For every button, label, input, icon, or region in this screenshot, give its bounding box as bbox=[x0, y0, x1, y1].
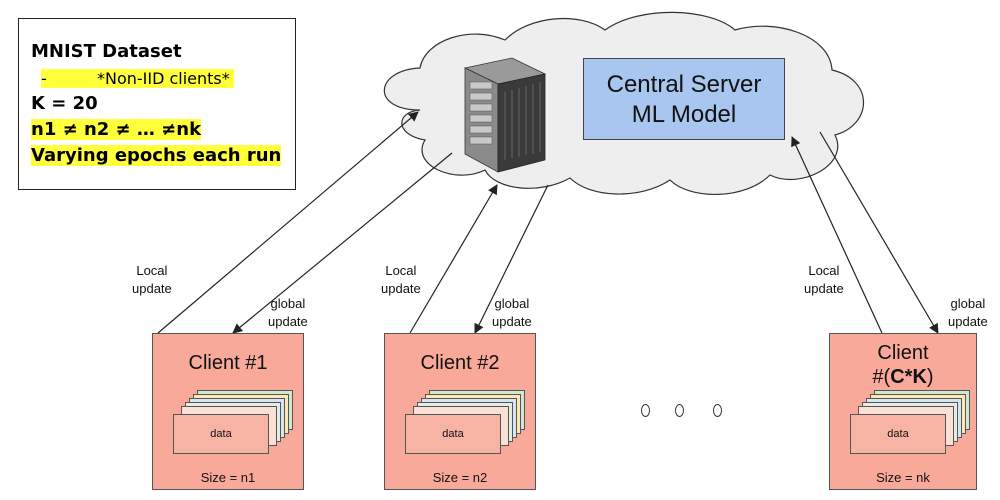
client-2-data-label: data bbox=[405, 414, 501, 454]
non-iid-line: - *Non-IID clients* bbox=[41, 69, 234, 88]
client-ck-data-label: data bbox=[850, 414, 946, 454]
client-2-size: Size = n2 bbox=[432, 470, 488, 485]
global-update-arrow-2 bbox=[474, 184, 549, 334]
epochs-note: Varying epochs each run bbox=[31, 145, 282, 166]
client-2-box: Client #2 data Size = n2 bbox=[384, 333, 536, 490]
server-line-2: ML Model bbox=[631, 101, 737, 128]
global-update-arrow-3 bbox=[819, 131, 939, 334]
global-update-arrow-1 bbox=[232, 152, 453, 334]
client-ck-box: Client #(C*K) data Size = nk bbox=[829, 333, 977, 490]
local-update-arrow-1 bbox=[157, 111, 419, 334]
client-ck-size: Size = nk bbox=[876, 470, 930, 485]
local-update-arrow-2 bbox=[409, 184, 498, 334]
server-rack-icon bbox=[463, 57, 547, 173]
client-ck-title-line2: #(C*K) bbox=[872, 366, 934, 388]
client-1-data-label: data bbox=[173, 414, 269, 454]
non-iid-label: *Non-IID clients* bbox=[96, 69, 230, 88]
client-sizes: n1 ≠ n2 ≠ … ≠nk bbox=[31, 119, 202, 140]
dataset-title: MNIST Dataset bbox=[31, 41, 182, 62]
central-server-box: Central Server ML Model bbox=[583, 58, 785, 140]
dataset-info-box: MNIST Dataset - *Non-IID clients* K = 20… bbox=[18, 18, 296, 190]
client-1-box: Client #1 data Size = n1 bbox=[152, 333, 304, 490]
server-line-1: Central Server bbox=[606, 71, 762, 98]
local-update-arrow-3 bbox=[791, 136, 883, 334]
bullet-dash: - bbox=[41, 69, 47, 88]
client-2-title: Client #2 bbox=[420, 352, 500, 374]
client-1-title: Client #1 bbox=[188, 352, 268, 374]
update-arrows bbox=[157, 111, 939, 334]
client-1-size: Size = n1 bbox=[200, 470, 256, 485]
k-value: K = 20 bbox=[31, 93, 98, 114]
client-ck-title-line1: Client bbox=[877, 342, 929, 364]
